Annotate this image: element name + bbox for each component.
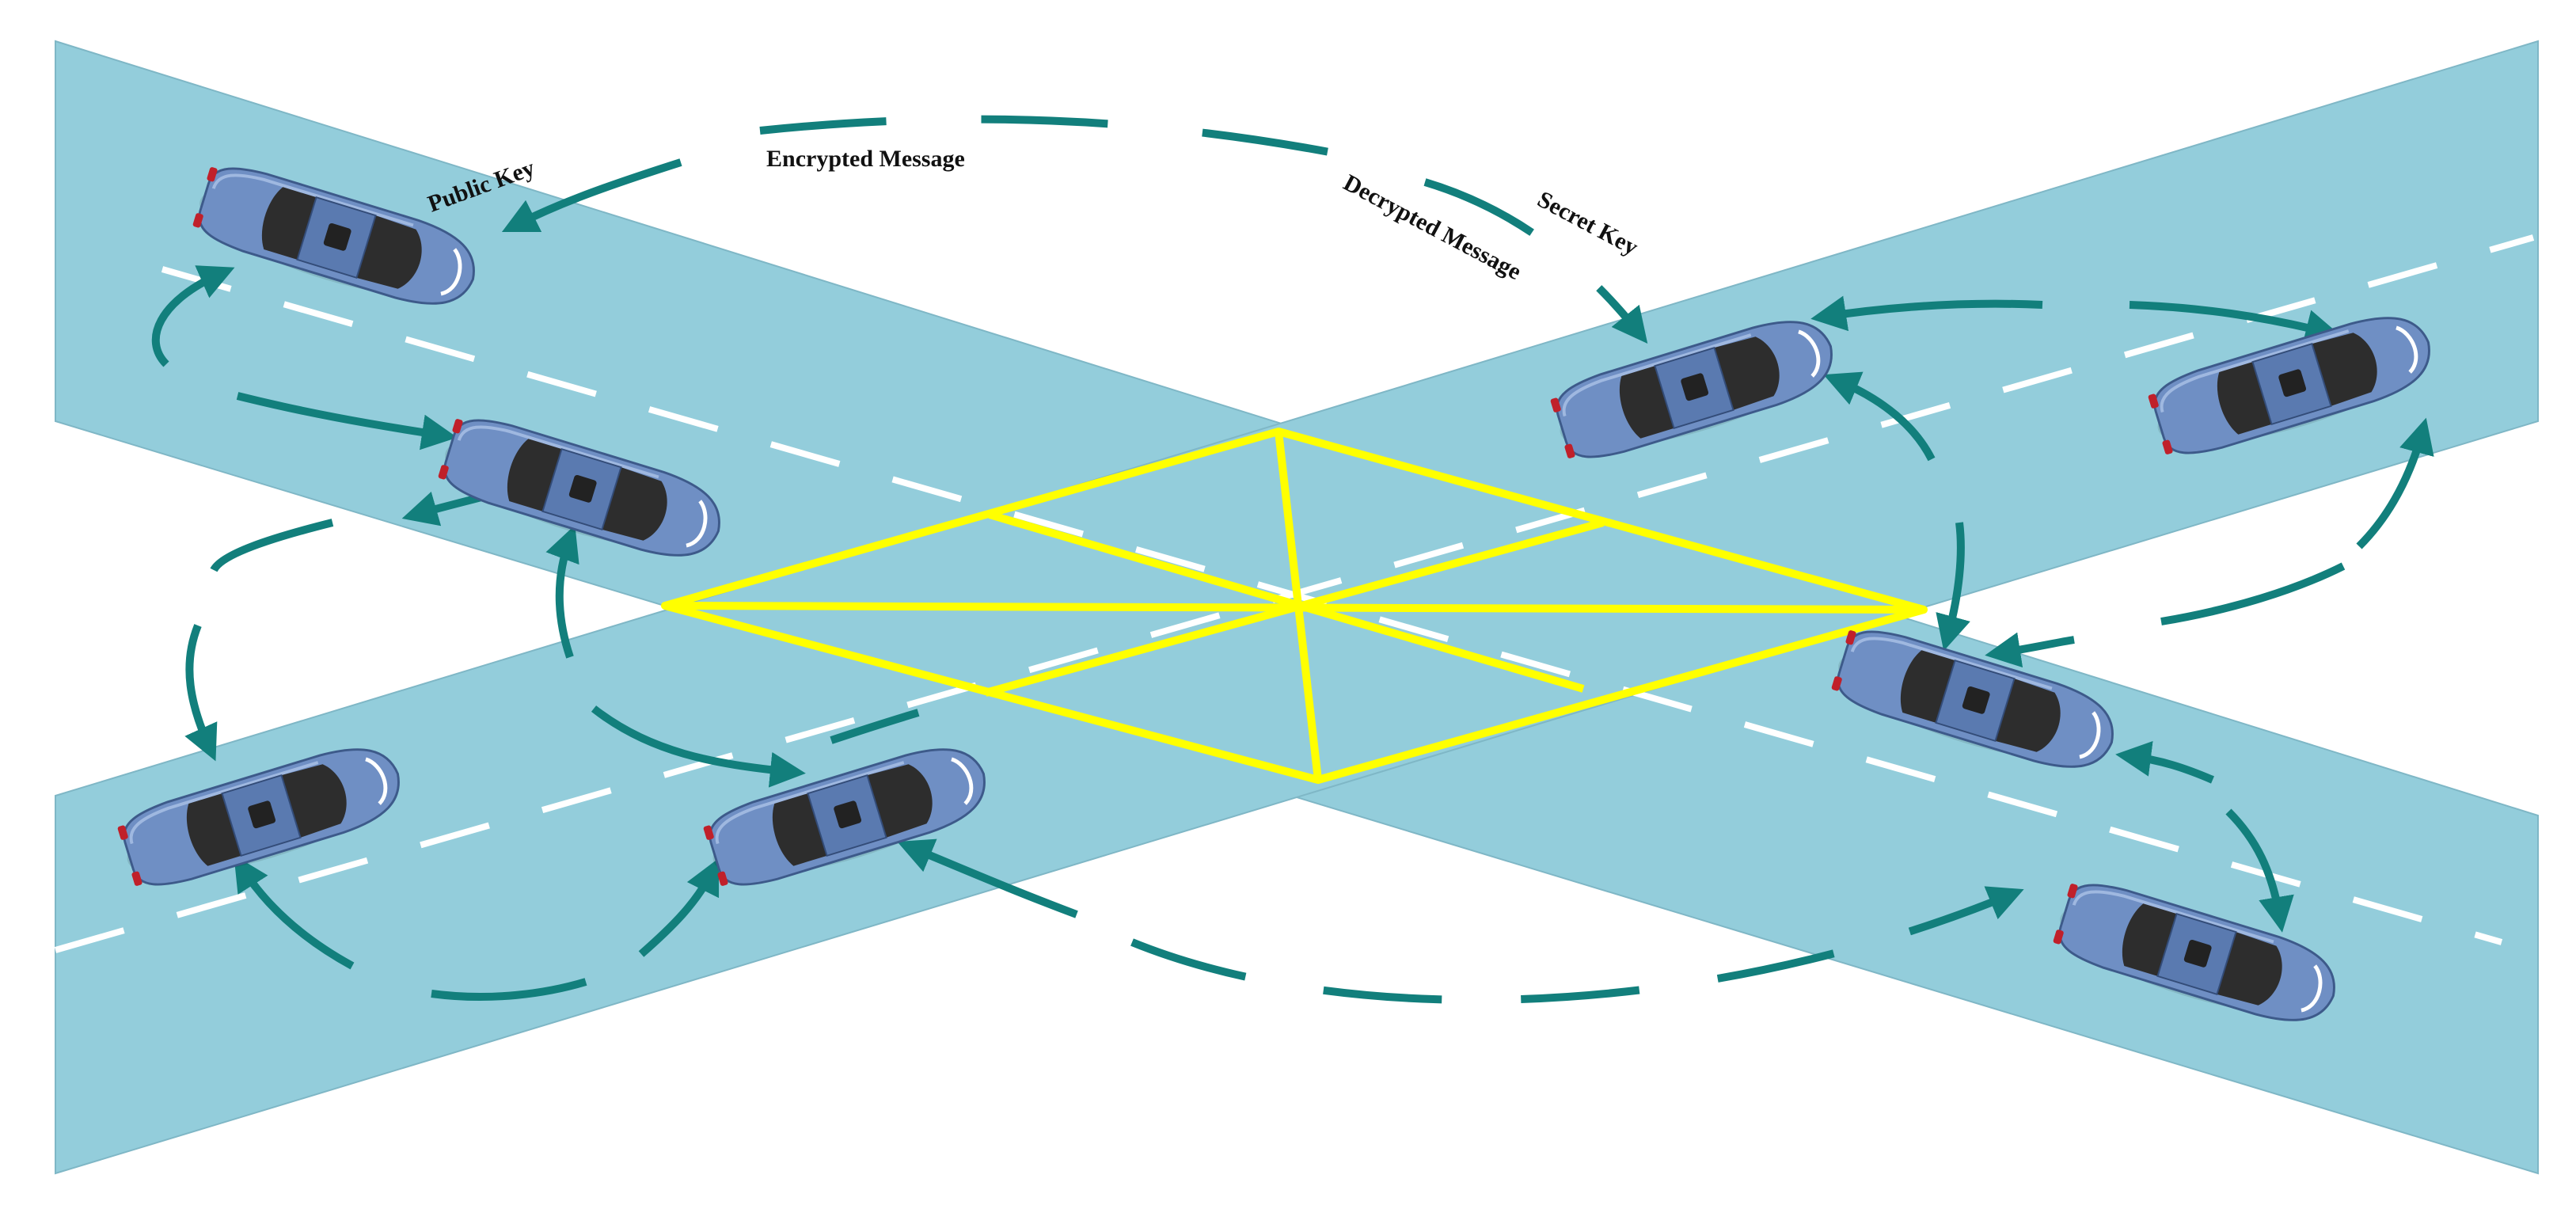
curved-arrow bbox=[1130, 886, 2024, 1004]
curved-arrow bbox=[234, 854, 355, 970]
curved-arrow bbox=[2129, 301, 2342, 345]
curved-arrow bbox=[830, 709, 920, 744]
curved-arrow bbox=[151, 265, 235, 367]
curved-arrow bbox=[638, 857, 720, 957]
secret-key-label: Secret Key bbox=[1533, 186, 1643, 260]
curved-arrow bbox=[1823, 371, 1936, 462]
curved-arrow bbox=[1985, 632, 2075, 668]
encrypted-message-label: Encrypted Message bbox=[766, 146, 965, 172]
lane-marking-nw-se bbox=[161, 266, 2503, 945]
curved-arrow bbox=[897, 838, 1078, 918]
curved-arrow bbox=[431, 978, 587, 1002]
curved-arrow bbox=[591, 705, 806, 788]
curved-arrow bbox=[2160, 562, 2346, 625]
curved-arrow bbox=[1423, 178, 1648, 344]
curved-arrow bbox=[759, 115, 1362, 162]
curved-arrow bbox=[501, 158, 682, 233]
intersection-box bbox=[661, 428, 1928, 784]
curved-arrow bbox=[2225, 808, 2294, 933]
curved-arrow bbox=[1810, 295, 2043, 332]
curved-arrow bbox=[2115, 741, 2214, 784]
curved-arrow bbox=[210, 519, 334, 572]
curved-arrow bbox=[236, 392, 458, 451]
communication-arrows bbox=[151, 115, 2434, 1004]
curved-arrow bbox=[184, 624, 218, 762]
curved-arrow bbox=[1936, 522, 1970, 652]
curved-arrow bbox=[545, 525, 579, 659]
curved-arrow bbox=[2356, 417, 2434, 549]
